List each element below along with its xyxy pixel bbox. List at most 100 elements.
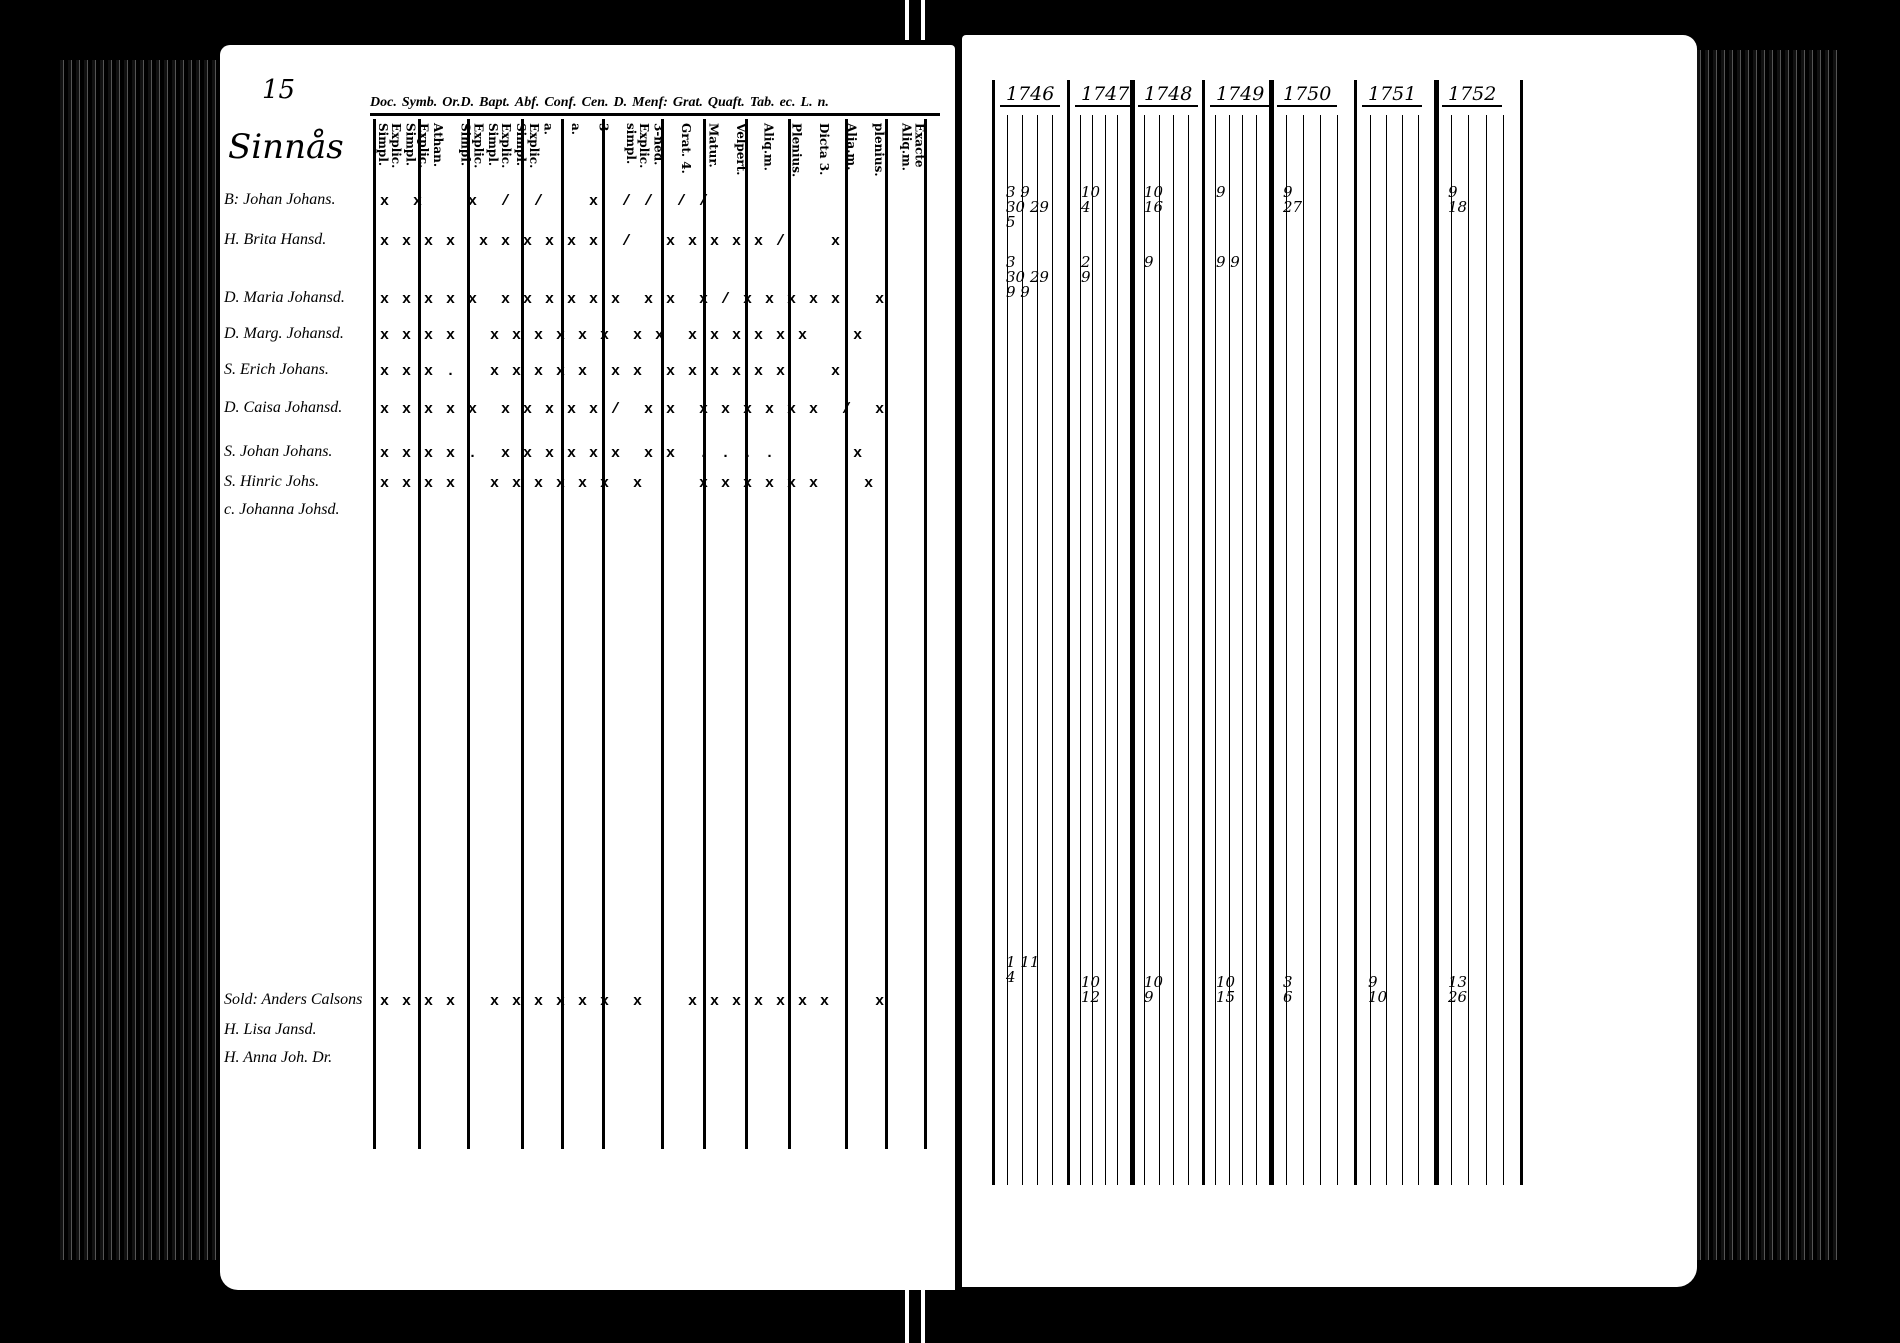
entry-name: D. Maria Johansd. xyxy=(224,289,345,306)
column-rule xyxy=(561,119,564,1149)
year-entry: 3 30 29 9 9 xyxy=(1006,253,1049,301)
column-rule xyxy=(521,119,524,1149)
column-rule xyxy=(1158,115,1160,1185)
column-rule xyxy=(418,119,421,1149)
year-rule xyxy=(1202,80,1205,1185)
year-entry: 3 9 30 29 5 xyxy=(1006,183,1049,231)
column-group-header: Doc.Symb.Or.D.Bapt.Abf.Conf.Cen.D.Menf:G… xyxy=(370,95,940,116)
header-group-label: Grat. xyxy=(672,95,703,110)
column-rule xyxy=(885,119,888,1149)
entry-name: D. Marg. Johansd. xyxy=(224,325,344,342)
column-header: Athan. xyxy=(431,123,446,168)
entry-marks: x x x / / x / / / / xyxy=(380,193,711,210)
column-header: Matur. xyxy=(706,123,721,168)
year-entry: 9 9 xyxy=(1216,253,1240,271)
entry-marks: x x x x x x x x x x / x x x x x x x x / … xyxy=(380,401,887,418)
column-rule xyxy=(1255,115,1257,1185)
header-group-label: Tab. xyxy=(749,95,775,110)
left-page: 15 Sinnås Doc.Symb.Or.D.Bapt.Abf.Conf.Ce… xyxy=(220,45,955,1290)
column-header: Grat. 4. xyxy=(679,123,694,174)
entry-name: D. Caisa Johansd. xyxy=(224,399,343,416)
column-header: Dicta 3. xyxy=(816,123,831,176)
column-header: Explic. Simpl. xyxy=(486,123,514,169)
column-rule xyxy=(373,119,376,1149)
column-rule xyxy=(1286,115,1287,1185)
header-group-label: Or.D. xyxy=(442,95,475,110)
column-rule xyxy=(1242,115,1244,1185)
column-header: Explic. simpl. xyxy=(623,123,651,169)
header-group-label: Conf. xyxy=(544,95,577,110)
entry-name: Sold: Anders Calsons xyxy=(224,991,363,1008)
entry-name: H. Anna Joh. Dr. xyxy=(224,1049,333,1066)
column-rule xyxy=(1402,115,1403,1185)
entry-name: S. Erich Johans. xyxy=(224,361,329,378)
entry-name: S. Hinric Johs. xyxy=(224,473,320,490)
year-entry: 10 4 xyxy=(1081,183,1101,216)
year-header: 1749 xyxy=(1210,83,1271,107)
header-group-label: L. xyxy=(800,95,813,110)
year-entry: 9 27 xyxy=(1283,183,1303,216)
entry-name: c. Johanna Johsd. xyxy=(224,501,340,518)
column-rule xyxy=(788,119,791,1149)
year-rule xyxy=(1130,80,1135,1185)
year-entry: 10 16 xyxy=(1144,183,1164,216)
column-rule xyxy=(1007,115,1008,1185)
header-group-label: Doc. xyxy=(370,95,397,110)
column-header: Explic. Simpl. xyxy=(458,123,486,169)
year-header: 1747 xyxy=(1075,83,1136,107)
entry-marks: x x x x . x x x x x x x x . . . . x xyxy=(380,445,865,462)
column-header: plenius. xyxy=(871,123,886,177)
year-header: 1750 xyxy=(1277,83,1338,107)
book-edge-right xyxy=(1697,50,1837,1260)
spine-top xyxy=(905,0,925,40)
column-rule xyxy=(1468,115,1470,1185)
header-group-label: D. xyxy=(613,95,628,110)
year-entry: 9 xyxy=(1144,253,1154,271)
column-rule xyxy=(703,119,706,1149)
column-header: Explic. Simpl. xyxy=(376,123,403,169)
year-entry: 10 9 xyxy=(1144,973,1164,1006)
entry-name: H. Lisa Jansd. xyxy=(224,1021,317,1038)
year-rule xyxy=(1354,80,1357,1185)
column-header: a. xyxy=(541,123,556,135)
column-rule xyxy=(1052,115,1053,1185)
entry-name: H. Brita Hansd. xyxy=(224,231,327,248)
column-rule xyxy=(1303,115,1304,1185)
column-rule xyxy=(1386,115,1387,1185)
column-rule xyxy=(1451,115,1453,1185)
year-entry: 10 15 xyxy=(1216,973,1236,1006)
entry-marks: x x x x x x x x x x x x x x x x x x x xyxy=(380,327,865,344)
entry-marks: x x x x x x x x x x x x x x x x x x x xyxy=(380,993,887,1010)
year-entry: 9 18 xyxy=(1448,183,1468,216)
column-rule xyxy=(1418,115,1419,1185)
header-group-label: Abf. xyxy=(514,95,540,110)
column-header: Alia.m. xyxy=(844,123,859,171)
column-rule xyxy=(1187,115,1189,1185)
year-rule xyxy=(1067,80,1070,1185)
year-entry: 3 6 xyxy=(1283,973,1293,1006)
column-rule xyxy=(845,119,848,1149)
column-header: 3 xyxy=(596,123,611,132)
year-rule xyxy=(1434,80,1439,1185)
column-header: Explic. Simpl. xyxy=(403,123,431,169)
column-rule xyxy=(1228,115,1230,1185)
year-rule xyxy=(992,80,995,1185)
header-group-label: ec. xyxy=(779,95,796,110)
year-header: 1746 xyxy=(1000,83,1061,107)
entry-name: B: Johan Johans. xyxy=(224,191,336,208)
year-entry: 10 12 xyxy=(1081,973,1101,1006)
column-rule xyxy=(745,119,748,1149)
entry-marks: x x x . x x x x x x x x x x x x x x xyxy=(380,363,843,380)
column-rule xyxy=(467,119,470,1149)
header-group-label: Quaft. xyxy=(707,95,745,110)
year-entry: 9 xyxy=(1216,183,1226,201)
header-group-label: n. xyxy=(817,95,829,110)
section-title: Sinnås xyxy=(228,127,344,167)
header-group-label: Bapt. xyxy=(479,95,510,110)
column-rule xyxy=(1502,115,1504,1185)
header-group-label: Symb. xyxy=(401,95,438,110)
year-entry: 2 9 xyxy=(1081,253,1091,286)
column-rule xyxy=(1079,115,1081,1185)
column-rule xyxy=(1215,115,1217,1185)
